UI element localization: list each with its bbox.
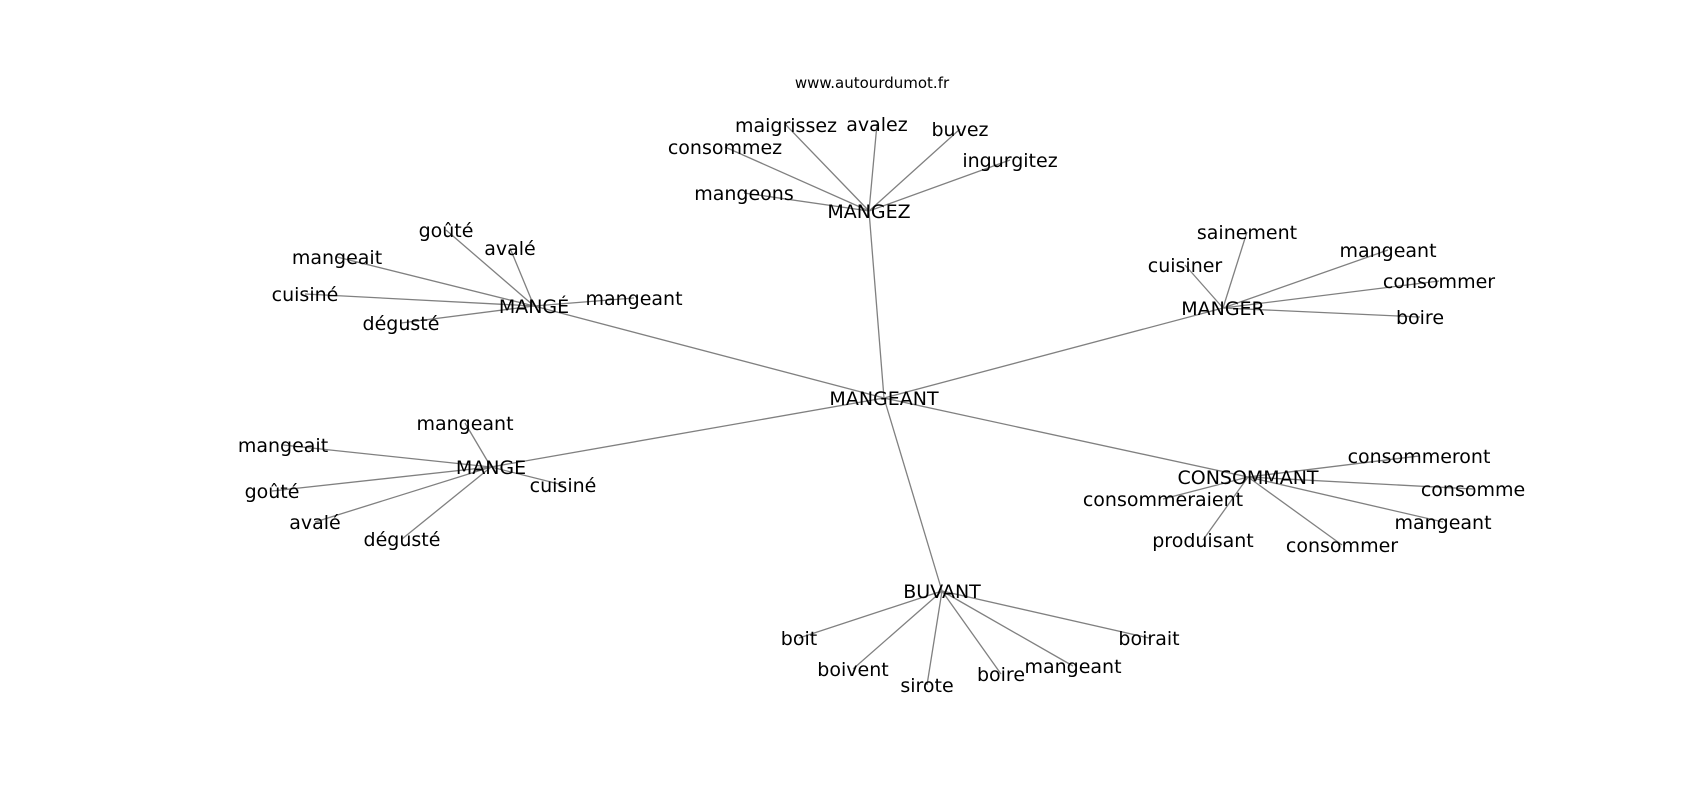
- edge-mange-mangeait: [336, 256, 535, 307]
- edge-consommant-consommeront: [1247, 455, 1420, 478]
- edge-buvant-boirait: [941, 590, 1150, 639]
- node-leaf-mangez-buvez[interactable]: buvez: [931, 119, 988, 141]
- edge-mange-cuisine: [490, 466, 564, 486]
- node-leaf-mange-avale[interactable]: avalé: [289, 512, 341, 534]
- node-leaf-buvant-mangeant[interactable]: mangeant: [1024, 656, 1121, 678]
- node-center-mangeant[interactable]: MANGEANT: [829, 388, 939, 410]
- site-watermark: www.autourdumot.fr: [795, 74, 950, 92]
- edge-mangez-mangeons: [743, 192, 870, 212]
- node-leaf-consommant-consommeraient[interactable]: consommeraient: [1083, 489, 1243, 511]
- node-leaf-mange-deguste[interactable]: dégusté: [364, 529, 441, 551]
- edge-center-buvant: [883, 397, 943, 592]
- edge-mange-goute: [445, 229, 535, 307]
- edge-manger-boire: [1222, 307, 1421, 318]
- edge-mange-goute: [271, 466, 492, 492]
- edge-mange-mangeant: [533, 297, 635, 307]
- edge-buvant-sirote: [926, 590, 943, 686]
- node-leaf-mange-goute[interactable]: goûté: [419, 220, 474, 242]
- node-hub-mangez[interactable]: MANGEZ: [827, 201, 910, 223]
- edge-buvant-boit: [798, 590, 943, 639]
- node-leaf-buvant-boit[interactable]: boit: [781, 628, 817, 650]
- edge-consommant-consommeraient: [1162, 476, 1249, 500]
- edge-manger-cuisiner: [1184, 264, 1224, 309]
- edge-mangez-avalez: [868, 123, 878, 212]
- node-leaf-manger-mangeant[interactable]: mangeant: [1339, 240, 1436, 262]
- node-leaf-mange-goute[interactable]: goûté: [245, 481, 300, 503]
- node-leaf-mangez-consommez[interactable]: consommez: [668, 137, 782, 159]
- node-leaf-mange-mangeant[interactable]: mangeant: [416, 413, 513, 435]
- edge-mangez-consommez: [724, 146, 870, 212]
- edge-mange-mangeant: [464, 422, 492, 468]
- node-leaf-manger-cuisiner[interactable]: cuisiner: [1148, 255, 1223, 277]
- node-leaf-mangez-mangeons[interactable]: mangeons: [694, 183, 794, 205]
- node-leaf-consommant-consommer[interactable]: consommer: [1286, 535, 1398, 557]
- node-leaf-manger-boire[interactable]: boire: [1396, 307, 1444, 329]
- node-leaf-mangez-maigrissez[interactable]: maigrissez: [735, 115, 837, 137]
- edge-center-mange: [533, 305, 885, 399]
- edge-consommant-consommer: [1247, 476, 1343, 546]
- node-leaf-mangez-ingurgitez[interactable]: ingurgitez: [962, 150, 1057, 172]
- edge-manger-sainement: [1222, 231, 1248, 309]
- node-leaf-manger-consommer[interactable]: consommer: [1383, 271, 1495, 293]
- node-leaf-mange-mangeant[interactable]: mangeant: [585, 288, 682, 310]
- edge-mange-mangeait: [282, 444, 492, 468]
- edge-center-consommant: [883, 397, 1249, 478]
- node-hub-manger[interactable]: MANGER: [1181, 298, 1265, 320]
- node-leaf-buvant-sirote[interactable]: sirote: [900, 675, 953, 697]
- edge-mange-deguste: [401, 466, 492, 540]
- node-hub-buvant[interactable]: BUVANT: [903, 581, 981, 603]
- node-hub-mange[interactable]: MANGÉ: [499, 295, 569, 318]
- node-leaf-consommant-produisant[interactable]: produisant: [1152, 530, 1254, 552]
- edge-mangez-maigrissez: [785, 124, 870, 212]
- node-leaf-consommant-consommeront[interactable]: consommeront: [1348, 446, 1491, 468]
- edge-buvant-mangeant: [941, 590, 1074, 667]
- node-leaf-mange-deguste[interactable]: dégusté: [363, 313, 440, 335]
- edge-consommant-mangeant: [1247, 476, 1444, 523]
- edges: [271, 123, 1474, 686]
- edge-buvant-boivent: [852, 590, 943, 670]
- node-leaf-buvant-boivent[interactable]: boivent: [817, 659, 888, 681]
- node-leaf-mange-cuisine[interactable]: cuisiné: [530, 475, 597, 497]
- node-leaf-buvant-boirait[interactable]: boirait: [1118, 628, 1179, 650]
- edge-mange-cuisine: [304, 293, 535, 307]
- edge-mangez-buvez: [868, 128, 961, 212]
- edge-consommant-consomme: [1247, 476, 1474, 490]
- edge-manger-consommer: [1222, 280, 1440, 309]
- edge-center-mange: [490, 397, 885, 468]
- node-leaf-consommant-mangeant[interactable]: mangeant: [1394, 512, 1491, 534]
- edge-mange-avale: [509, 247, 535, 307]
- node-leaf-mangez-avalez[interactable]: avalez: [846, 114, 907, 136]
- edge-center-mangez: [868, 210, 885, 399]
- node-leaf-mange-mangeait[interactable]: mangeait: [238, 435, 328, 457]
- labels: MANGEANT MANGEZ maigrissez avalez buvez conso…: [238, 114, 1525, 697]
- edge-consommant-produisant: [1202, 476, 1249, 541]
- edge-manger-mangeant: [1222, 249, 1389, 309]
- edge-mange-avale: [314, 466, 492, 523]
- node-hub-mange[interactable]: MANGE: [456, 457, 526, 479]
- edge-mange-deguste: [400, 305, 535, 324]
- edge-buvant-boire: [941, 590, 1002, 675]
- node-leaf-consommant-consomme[interactable]: consomme: [1421, 479, 1525, 501]
- node-hub-consommant[interactable]: CONSOMMANT: [1177, 467, 1318, 489]
- node-leaf-mange-cuisine[interactable]: cuisiné: [272, 284, 339, 306]
- node-leaf-buvant-boire[interactable]: boire: [977, 664, 1025, 686]
- edge-center-manger: [883, 307, 1224, 399]
- edge-mangez-ingurgitez: [868, 159, 1011, 212]
- node-leaf-mange-mangeait[interactable]: mangeait: [292, 247, 382, 269]
- node-leaf-mange-avale[interactable]: avalé: [484, 238, 536, 260]
- node-leaf-manger-sainement[interactable]: sainement: [1197, 222, 1297, 244]
